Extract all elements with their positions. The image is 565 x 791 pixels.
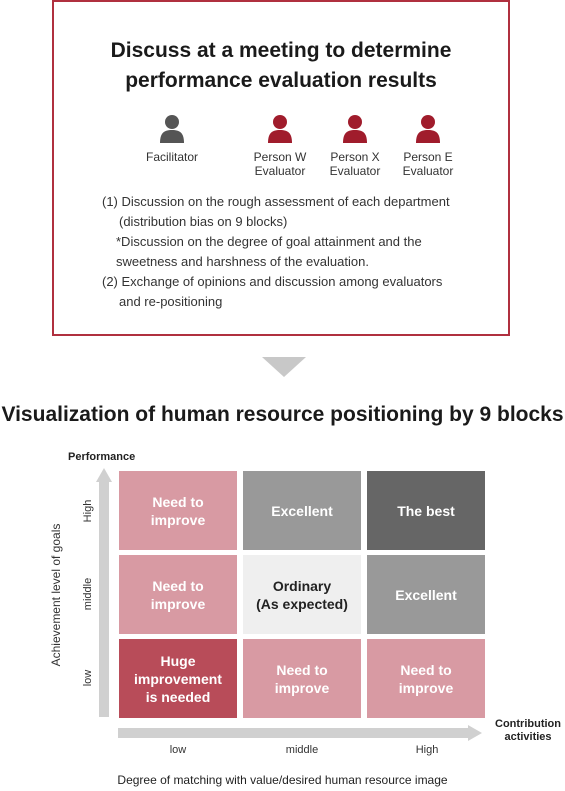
y-tick-middle: middle <box>82 577 94 611</box>
person-w-evaluator: Person W Evaluator <box>240 114 320 178</box>
meeting-box: Discuss at a meeting to determine perfor… <box>52 0 510 336</box>
x-axis-label: Degree of matching with value/desired hu… <box>117 773 448 787</box>
block-middle-high: Excellent <box>367 555 485 634</box>
x-tick-high: High <box>415 744 439 756</box>
meeting-title: Discuss at a meeting to determine perfor… <box>54 36 508 96</box>
block-middle-middle: Ordinary(As expected) <box>243 555 361 634</box>
block-high-middle: Excellent <box>243 471 361 550</box>
person-icon <box>343 115 367 143</box>
person-icon <box>160 115 184 143</box>
down-arrow-icon <box>262 357 306 377</box>
note-line: (1) Discussion on the rough assessment o… <box>102 194 450 209</box>
person-icon <box>416 115 440 143</box>
x-tick-middle: middle <box>285 744 319 756</box>
x-tick-low: low <box>169 744 187 756</box>
y-tick-high: High <box>82 499 94 523</box>
performance-label: Performance <box>68 451 136 463</box>
person-label: Facilitator <box>145 150 198 164</box>
person-icon <box>268 115 292 143</box>
x-axis-arrow <box>118 728 470 738</box>
person-label: Person X Evaluator <box>329 150 381 178</box>
person-e-evaluator: Person E Evaluator <box>388 114 468 178</box>
y-axis-label: Achievement level of goals <box>49 523 63 667</box>
person-label: Person E Evaluator <box>402 150 454 178</box>
person-facilitator: Facilitator <box>132 114 212 164</box>
note-line: *Discussion on the degree of goal attain… <box>116 234 422 249</box>
note-line: (2) Exchange of opinions and discussion … <box>102 274 443 289</box>
person-label: Person W Evaluator <box>253 150 307 178</box>
meeting-title-line1: Discuss at a meeting to determine <box>110 39 452 62</box>
y-axis-arrow <box>99 481 109 717</box>
note-line: and re-positioning <box>119 294 223 309</box>
block-high-high: The best <box>367 471 485 550</box>
person-x-evaluator: Person X Evaluator <box>315 114 395 178</box>
main-title: Visualization of human resource position… <box>1 403 564 426</box>
contribution-label: Contribution activities <box>495 718 561 743</box>
y-tick-low: low <box>82 669 94 687</box>
note-line: sweetness and harshness of the evaluatio… <box>116 254 369 269</box>
discussion-notes: (1) Discussion on the rough assessment o… <box>102 192 502 312</box>
up-arrow-icon <box>96 468 112 482</box>
meeting-title-line2: performance evaluation results <box>125 69 437 92</box>
note-line: (distribution bias on 9 blocks) <box>119 214 288 229</box>
right-arrow-icon <box>468 725 482 741</box>
